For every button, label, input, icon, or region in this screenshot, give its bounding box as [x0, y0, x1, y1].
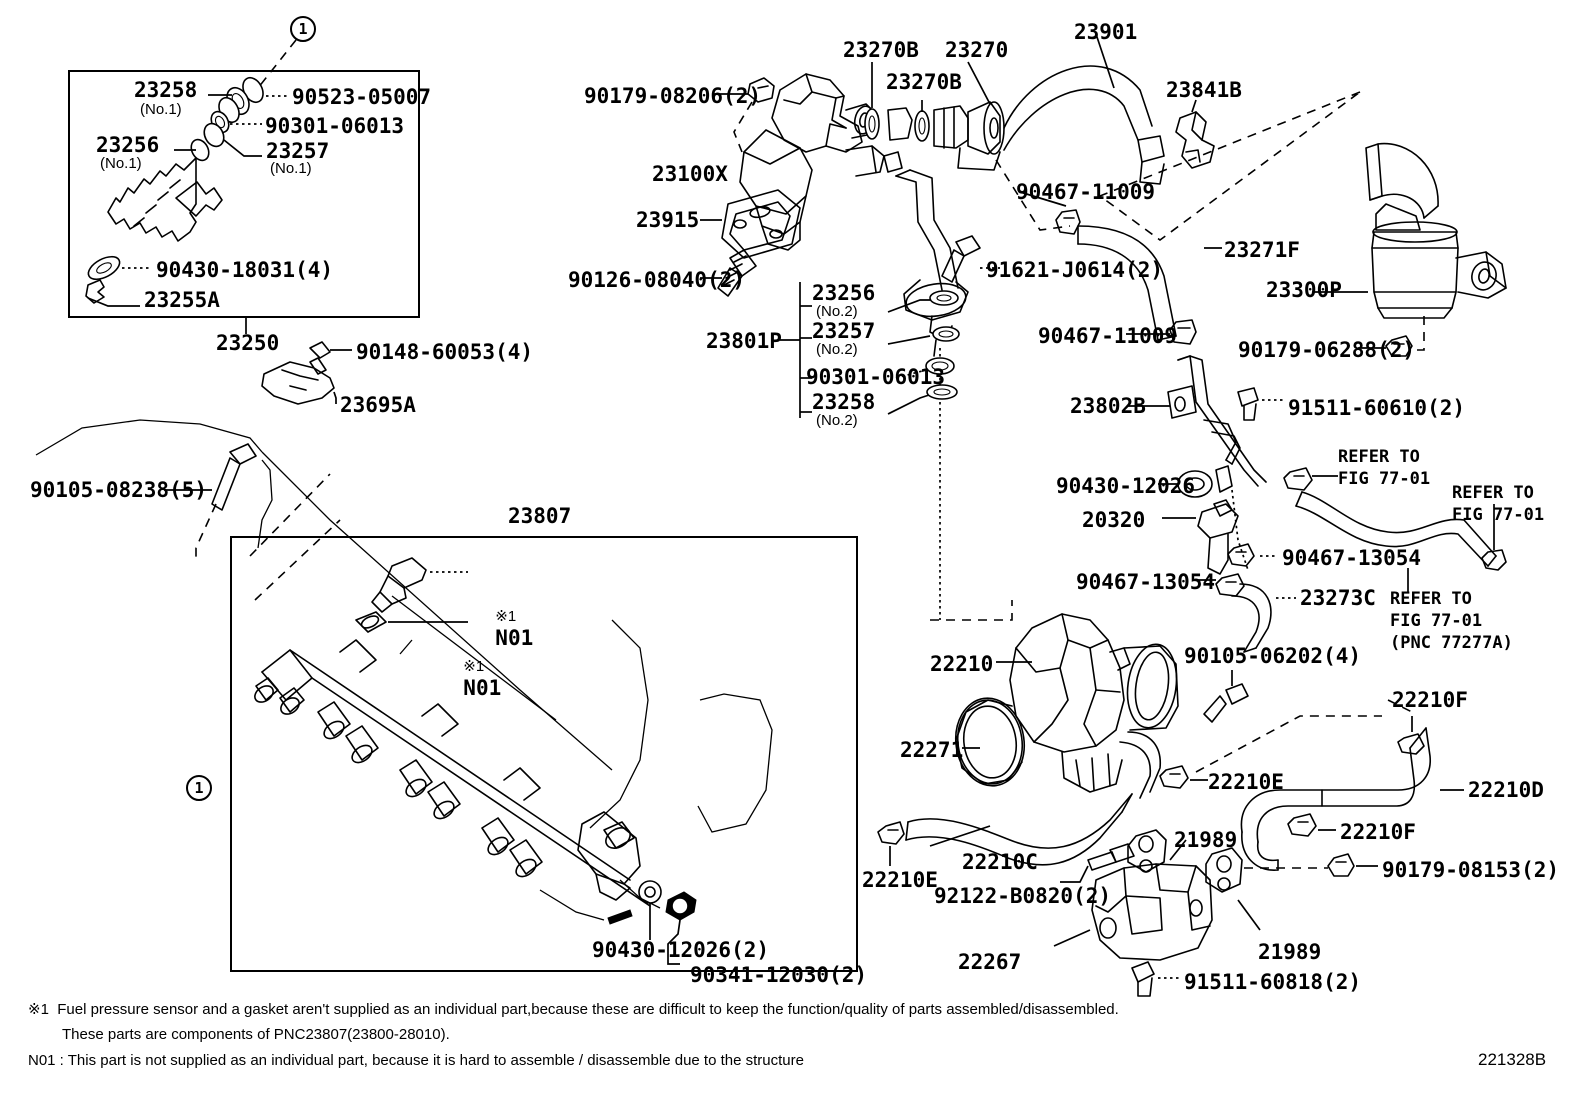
- label-23270: 23270: [945, 38, 1009, 62]
- footnote-line-3: N01 : This part is not supplied as an in…: [28, 1052, 804, 1069]
- label-22271: 22271: [900, 738, 964, 762]
- label-20320: 20320: [1082, 508, 1146, 532]
- label-23273C: 23273C: [1300, 586, 1376, 610]
- label-90301-06013-no2: 90301-06013: [806, 365, 946, 389]
- label-23257-no2: 23257: [812, 319, 876, 343]
- label-23901: 23901: [1074, 20, 1138, 44]
- callout-circle-1-bottom: 1: [186, 775, 212, 801]
- label-23300P: 23300P: [1266, 278, 1342, 302]
- fuel-rail-detail-box: [230, 536, 858, 972]
- refer-to-fig-77-01-pnc: REFER TO FIG 77-01 (PNC 77277A): [1390, 589, 1513, 653]
- label-23258-no2-sub: (No.2): [816, 412, 858, 429]
- label-23258-no2: 23258: [812, 390, 876, 414]
- label-91621-J0614: 91621-J0614(2): [986, 258, 1164, 282]
- callout-circle-1-top: 1: [290, 16, 316, 42]
- label-23257-no2-sub: (No.2): [816, 341, 858, 358]
- label-90467-11009-upper: 90467-11009: [1016, 180, 1156, 204]
- label-90179-06288: 90179-06288(2): [1238, 338, 1416, 362]
- label-23915: 23915: [636, 208, 700, 232]
- label-90467-13054-right: 90467-13054: [1282, 546, 1422, 570]
- label-23801P: 23801P: [706, 329, 782, 353]
- diagram-id: 221328B: [1478, 1050, 1547, 1069]
- label-23256-no2-sub: (No.2): [816, 303, 858, 320]
- label-90105-08238: 90105-08238(5): [30, 478, 208, 502]
- label-92122-B0820: 92122-B0820(2): [934, 884, 1112, 908]
- label-91511-60610: 91511-60610(2): [1288, 396, 1466, 420]
- label-22267: 22267: [958, 950, 1022, 974]
- label-90430-12026-pipe: 90430-12026: [1056, 474, 1196, 498]
- label-23270B-top: 23270B: [843, 38, 919, 62]
- label-23841B: 23841B: [1166, 78, 1242, 102]
- label-90105-06202: 90105-06202(4): [1184, 644, 1362, 668]
- label-90148-60053: 90148-60053(4): [356, 340, 534, 364]
- label-23258-no1-sub: (No.1): [140, 101, 182, 118]
- label-22210C: 22210C: [962, 850, 1038, 874]
- label-90430-18031: 90430-18031(4): [156, 258, 334, 282]
- label-90179-08153: 90179-08153(2): [1382, 858, 1560, 882]
- label-23257-no1-sub: (No.1): [270, 160, 312, 177]
- label-22210E-right: 22210E: [1208, 770, 1284, 794]
- label-90523-05007: 90523-05007: [292, 85, 432, 109]
- label-91511-60818: 91511-60818(2): [1184, 970, 1362, 994]
- footnote-line-2: These parts are components of PNC23807(2…: [62, 1026, 450, 1043]
- label-23100X: 23100X: [652, 162, 728, 186]
- label-23271F: 23271F: [1224, 238, 1300, 262]
- label-23250: 23250: [216, 331, 280, 355]
- label-23258-no1: 23258: [134, 78, 198, 102]
- label-22210: 22210: [930, 652, 994, 676]
- label-90179-08206: 90179-08206(2): [584, 84, 762, 108]
- label-23256-no2: 23256: [812, 281, 876, 305]
- label-90430-12026-rail: 90430-12026(2): [592, 938, 770, 962]
- label-23256-no1: 23256: [96, 133, 160, 157]
- label-90341-12030: 90341-12030(2): [690, 963, 868, 987]
- label-23695A: 23695A: [340, 393, 416, 417]
- label-21989-upper: 21989: [1174, 828, 1238, 852]
- label-22210E-left: 22210E: [862, 868, 938, 892]
- injector-detail-box: [68, 70, 420, 318]
- label-23807: 23807: [508, 504, 572, 528]
- n01-mark-sensor: N01: [495, 626, 534, 650]
- label-22210F-top: 22210F: [1392, 688, 1468, 712]
- footnote-line-1: ※1 Fuel pressure sensor and a gasket are…: [28, 1001, 1119, 1018]
- label-21989-lower: 21989: [1258, 940, 1322, 964]
- asterisk-mark-1: ※1: [495, 608, 517, 625]
- label-90467-13054-left: 90467-13054: [1076, 570, 1216, 594]
- label-23257-no1: 23257: [266, 139, 330, 163]
- label-23802B: 23802B: [1070, 394, 1146, 418]
- label-asterisk-n01-sensor: ※1 N01: [470, 578, 533, 650]
- label-22210F-lower: 22210F: [1340, 820, 1416, 844]
- label-90126-08040: 90126-08040(2): [568, 268, 746, 292]
- label-90467-11009-lower: 90467-11009: [1038, 324, 1178, 348]
- label-asterisk-n01-gasket: ※1 N01: [438, 628, 501, 700]
- n01-mark-gasket: N01: [463, 676, 502, 700]
- asterisk-mark-2: ※1: [463, 658, 485, 675]
- refer-to-fig-77-01-upper: REFER TO FIG 77-01: [1338, 447, 1431, 489]
- label-90301-06013-top: 90301-06013: [265, 114, 405, 138]
- refer-to-fig-77-01-right: REFER TO FIG 77-01: [1452, 483, 1545, 525]
- label-23255A: 23255A: [144, 288, 220, 312]
- label-22210D: 22210D: [1468, 778, 1544, 802]
- label-23270B-lower: 23270B: [886, 70, 962, 94]
- label-23256-no1-sub: (No.1): [100, 155, 142, 172]
